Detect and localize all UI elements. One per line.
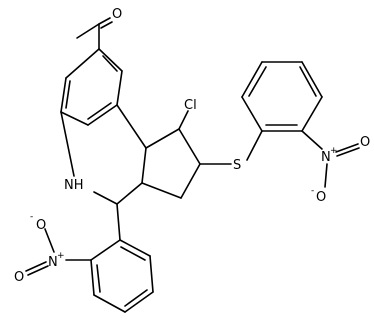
bond-l4 xyxy=(124,291,154,313)
bond-p4 xyxy=(93,191,118,205)
lower-nitro-oxygen-single-label: O xyxy=(36,218,46,233)
bond-l2 xyxy=(90,259,95,296)
bond-l2-inner xyxy=(96,264,101,293)
bond-b5 xyxy=(60,77,67,113)
lower-nitro-oxygen-charge: - xyxy=(30,212,33,222)
chlorine-label: Cl xyxy=(184,98,197,113)
bond-upper-nitrogen-oxygen-double-2 xyxy=(336,147,360,157)
bond-u2 xyxy=(241,61,263,98)
bond-upper-ring-nitrogen xyxy=(301,130,323,150)
lower-nitro-nitrogen-label: N xyxy=(48,255,58,270)
bond-b1-inner xyxy=(102,55,118,72)
upper-nitro-nitrogen-label: N xyxy=(321,150,331,165)
acetyl-group xyxy=(76,17,113,50)
bond-b6 xyxy=(65,48,100,79)
bond-l6-inner xyxy=(120,246,146,261)
bond-c4 xyxy=(141,182,182,199)
bond-u2-inner xyxy=(248,66,267,97)
bond-p1 xyxy=(116,104,147,149)
bond-c2 xyxy=(178,128,201,165)
bond-l3 xyxy=(93,294,126,313)
bond-l5 xyxy=(149,255,154,293)
upper-nitro-oxygen-charge: - xyxy=(311,186,314,196)
bond-l4-inner xyxy=(124,289,148,307)
bond-u5 xyxy=(301,96,323,132)
bond-chlorine xyxy=(178,110,189,130)
bond-carbonyl-oxygen-1 xyxy=(98,17,111,25)
bond-b3 xyxy=(87,104,118,126)
bond-l1 xyxy=(90,239,121,261)
bond-lower-nitrogen-oxygen-single xyxy=(44,228,55,253)
upper-nitro-nitrogen-charge: + xyxy=(330,146,338,156)
bond-p2 xyxy=(141,147,147,184)
bond-carbonyl-oxygen-2 xyxy=(100,21,113,29)
bond-b1 xyxy=(98,48,123,72)
upper-phenyl-ring xyxy=(241,61,323,132)
lower-phenyl-ring xyxy=(90,203,154,313)
bond-ring-to-phenyl xyxy=(116,203,121,241)
carbonyl-oxygen-label: O xyxy=(112,7,122,22)
bond-p3 xyxy=(116,182,143,205)
bond-c1 xyxy=(145,128,180,149)
piperidine-ring xyxy=(60,104,147,205)
bond-upper-nitrogen-oxygen-single xyxy=(324,163,328,188)
bond-b3-inner xyxy=(87,102,112,120)
lower-nitro-oxygen-double-label: O xyxy=(14,270,24,285)
benzo-ring xyxy=(60,48,123,126)
bond-l6 xyxy=(119,239,151,257)
bond-b4 xyxy=(60,111,89,126)
bond-upper-nitrogen-oxygen-double-1 xyxy=(335,143,359,153)
lower-nitro-group xyxy=(25,228,92,276)
bond-c3 xyxy=(180,163,201,199)
bond-lower-nitrogen-oxygen-double-1 xyxy=(25,261,47,272)
bond-p5 xyxy=(60,111,75,177)
amine-label: NH xyxy=(64,178,84,193)
bond-u4-inner xyxy=(299,66,317,97)
bond-b5-inner xyxy=(65,80,71,109)
bond-methyl-carbonyl xyxy=(76,23,100,39)
upper-nitro-oxygen-double-label: O xyxy=(360,135,370,150)
bond-u1 xyxy=(241,96,263,132)
bond-u4 xyxy=(301,61,323,98)
cyclopentane-ring xyxy=(141,128,201,199)
bond-b2 xyxy=(116,70,123,106)
lower-nitro-nitrogen-charge: + xyxy=(57,251,65,261)
upper-nitro-group xyxy=(301,130,360,188)
upper-nitro-oxygen-single-label: O xyxy=(316,190,326,205)
bond-lower-nitrogen-oxygen-double-2 xyxy=(27,265,49,276)
sulfur-label: S xyxy=(233,158,241,173)
bond-sulfur-right xyxy=(246,130,263,161)
